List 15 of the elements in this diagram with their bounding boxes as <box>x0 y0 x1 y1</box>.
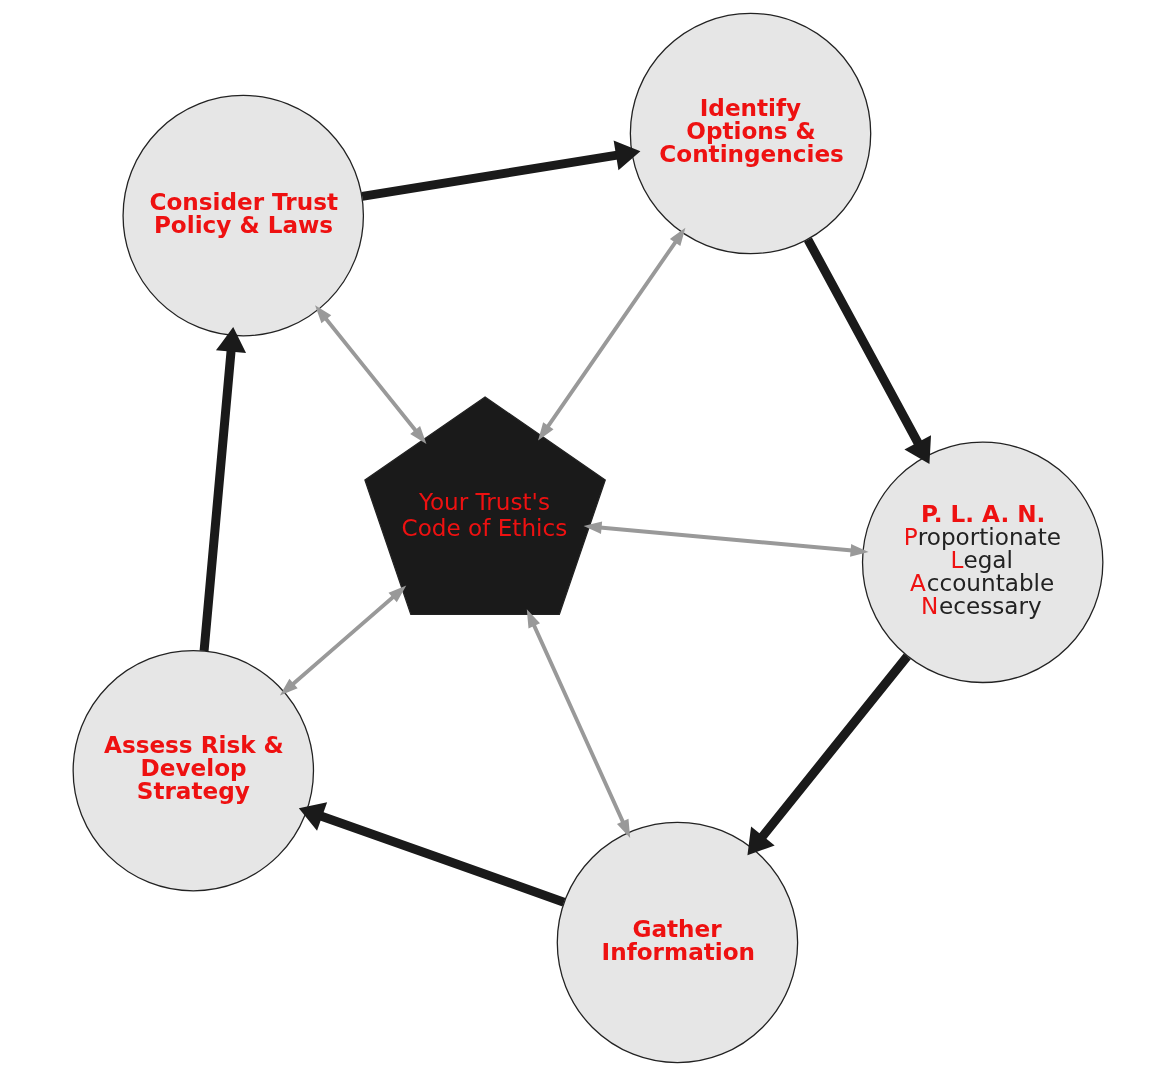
arrow <box>747 653 911 856</box>
arrow <box>298 802 566 907</box>
node-circle: Consider Trust Policy & Laws <box>122 94 365 337</box>
arrow <box>538 227 686 441</box>
arrow <box>583 521 869 557</box>
node-circle: Gather Information <box>556 821 799 1064</box>
arrow <box>315 305 427 445</box>
node-circle: Assess Risk & Develop Strategy <box>72 649 315 892</box>
arrow <box>199 327 247 652</box>
arrow <box>803 237 931 465</box>
node-circle: P. L. A. N. Proportionate Legal Accountable Necessary <box>861 441 1104 684</box>
arrow <box>279 585 407 696</box>
arrow <box>526 609 631 838</box>
arrow <box>361 140 641 201</box>
node-circle: Identify Options & Contingencies <box>629 12 872 255</box>
